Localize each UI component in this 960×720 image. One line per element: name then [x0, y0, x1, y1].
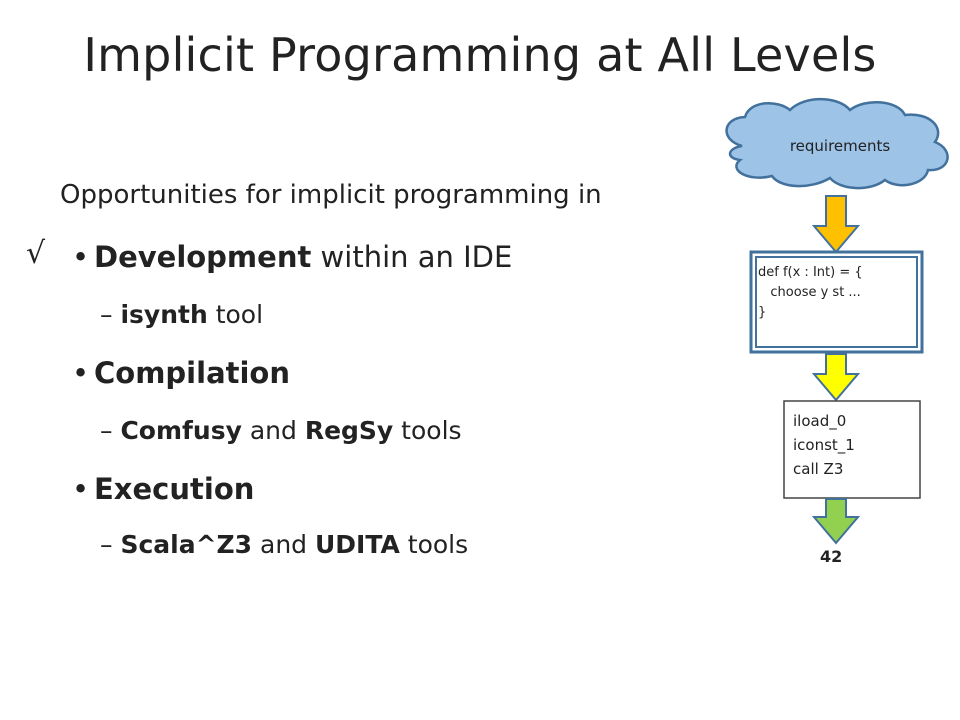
arrow-down-icon: [811, 353, 861, 402]
sub-part: Comfusy: [120, 416, 242, 445]
bullet-dot-icon: •: [72, 472, 90, 506]
sub-bullet-isynth: – isynth tool: [100, 300, 263, 329]
sub-part: Scala^Z3: [120, 530, 253, 559]
bytecode-line: call Z3: [793, 460, 844, 478]
bullet-dot-icon: •: [72, 240, 90, 274]
sub-dash: –: [100, 530, 113, 559]
bullet-execution: •Execution: [72, 472, 254, 506]
sub-part: tool: [207, 300, 264, 329]
cloud-label: requirements: [789, 137, 891, 155]
sub-part: UDITA: [315, 530, 400, 559]
sub-dash: –: [100, 300, 113, 329]
code-line: }: [758, 305, 767, 320]
code-line: choose y st ...: [758, 285, 861, 300]
sub-part: and: [252, 530, 315, 559]
bullet-head-bold: Compilation: [94, 356, 291, 390]
check-mark-icon: √: [26, 236, 46, 271]
bullet-head-bold: Execution: [94, 472, 255, 506]
code-line: def f(x : Int) = {: [758, 265, 863, 280]
bullet-head-bold: Development: [94, 240, 312, 274]
sub-dash: –: [100, 416, 113, 445]
sub-part: tools: [393, 416, 462, 445]
bullet-head-rest: within an IDE: [311, 240, 513, 274]
arrow-down-icon: [811, 498, 861, 545]
bytecode-line: iload_0: [793, 412, 847, 430]
bytecode-line: iconst_1: [793, 436, 855, 454]
sub-part: tools: [399, 530, 469, 559]
sub-part: isynth: [120, 300, 208, 329]
bullet-dot-icon: •: [72, 356, 90, 390]
arrow-down-icon: [811, 195, 861, 254]
bullet-development: •Development within an IDE: [72, 240, 512, 274]
sub-part: and: [241, 416, 305, 445]
code-text: def f(x : Int) = { choose y st ...}: [758, 263, 863, 323]
intro-text: Opportunities for implicit programming i…: [60, 180, 602, 210]
result-value: 42: [820, 547, 843, 566]
sub-bullet-scalaz3: – Scala^Z3 and UDITA tools: [100, 530, 468, 559]
sub-bullet-comfusy: – Comfusy and RegSy tools: [100, 416, 462, 445]
bullet-compilation: •Compilation: [72, 356, 290, 390]
slide-title: Implicit Programming at All Levels: [83, 28, 877, 82]
sub-part: RegSy: [304, 416, 394, 445]
